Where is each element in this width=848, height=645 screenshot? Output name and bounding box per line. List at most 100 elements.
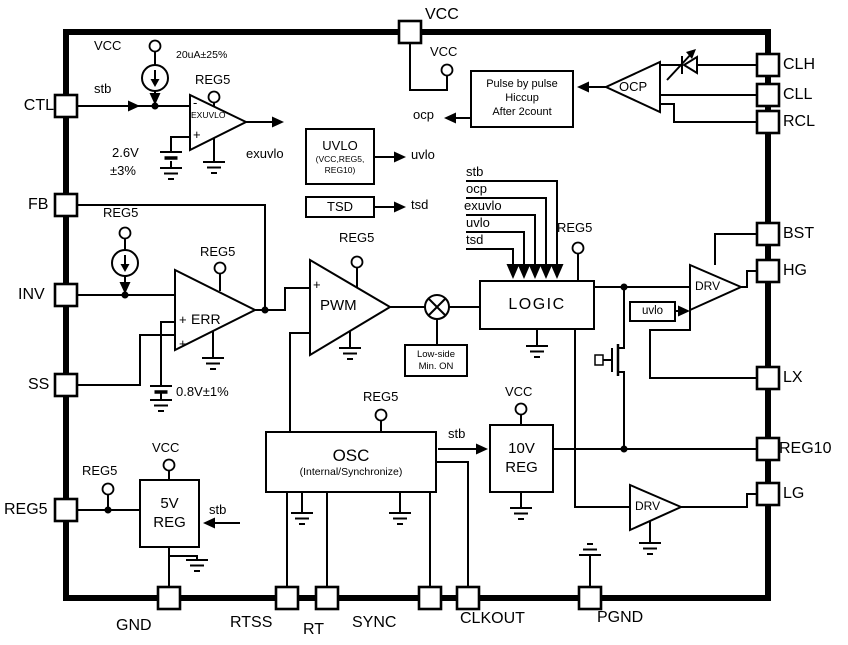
tsd-out-label: tsd xyxy=(411,197,429,212)
rail-label-vcc: VCC xyxy=(505,384,533,399)
vcc-rail-icon xyxy=(162,458,176,472)
reg10v-line2: REG xyxy=(505,458,538,476)
uvlo-title: UVLO xyxy=(322,137,358,153)
ocp-out-label: ocp xyxy=(413,107,434,122)
current-source-icon xyxy=(141,64,169,92)
vcc-rail-icon xyxy=(514,402,528,416)
pin-label-inv: INV xyxy=(18,286,45,303)
rail-label-reg5: REG5 xyxy=(195,72,231,87)
ground-icon xyxy=(290,512,314,525)
pin-label-sync: SYNC xyxy=(352,614,397,631)
reg5-rail-icon xyxy=(350,255,364,269)
rail-label-reg5: REG5 xyxy=(103,205,139,220)
bootstrap-mosfet-icon xyxy=(594,344,620,376)
pin-label-bst: BST xyxy=(783,225,815,242)
wires-reg-osc xyxy=(77,414,591,587)
pin-square-inv xyxy=(53,282,79,308)
exuvlo-out-label: exuvlo xyxy=(246,146,284,161)
ground-icon xyxy=(338,347,362,360)
pin-label-ctl: CTL xyxy=(23,97,54,114)
logic-block: LOGIC xyxy=(479,280,595,330)
wires-logic-inputs xyxy=(466,180,579,280)
pin-label-lx: LX xyxy=(783,369,803,386)
wires-uvlo-tsd xyxy=(375,156,398,208)
pwm-comp-label: PWM xyxy=(320,297,357,314)
clamp-diode-icon xyxy=(682,49,698,75)
bias-current-value: 20uA±25% xyxy=(176,49,228,61)
pin-label-reg5: REG5 xyxy=(4,501,48,518)
stb-5v-label: stb xyxy=(209,502,227,517)
err-ref-voltage: 0.8V±1% xyxy=(176,384,229,399)
current-source-icon xyxy=(111,249,139,277)
ocp-mode-line1: Pulse by pulse xyxy=(486,78,558,91)
wires-err-pwm xyxy=(77,204,538,431)
pin-label-rtss: RTSS xyxy=(230,614,273,631)
pin-label-rt: RT xyxy=(303,621,325,638)
uvlo-out-label: uvlo xyxy=(411,147,435,162)
ground-icon xyxy=(525,345,549,358)
reg5v-block: 5V REG xyxy=(139,479,200,548)
osc-sub: (Internal/Synchronize) xyxy=(299,466,403,479)
pin-square-lx xyxy=(755,365,781,391)
uvlo-gate-block: uvlo xyxy=(629,301,676,322)
osc-title: OSC xyxy=(332,445,370,465)
pin-square-clkout xyxy=(455,585,481,611)
reg5-rail-icon xyxy=(118,226,132,240)
hg-driver-label: DRV xyxy=(695,279,721,293)
logic-in-tsd-label: tsd xyxy=(466,232,484,247)
pin-square-ctl xyxy=(53,93,79,119)
ocp-comp-label: OCP xyxy=(619,79,648,94)
ground-icon xyxy=(578,543,602,556)
pwm-comparator-shape xyxy=(309,258,392,357)
pin-label-gnd: GND xyxy=(116,617,152,634)
pin-label-pgnd: PGND xyxy=(597,609,644,626)
tsd-block: TSD xyxy=(305,196,375,218)
pin-square-ss xyxy=(53,372,79,398)
pin-square-rcl xyxy=(755,109,781,135)
osc-block: OSC (Internal/Synchronize) xyxy=(265,431,437,493)
vcc-rail-icon xyxy=(148,39,162,53)
vcc-rail-icon xyxy=(440,63,454,77)
wires-vcc-top xyxy=(409,43,448,91)
pin-square-fb xyxy=(53,192,79,218)
reg5-rail-icon xyxy=(207,90,221,104)
pin-square-sync xyxy=(417,585,443,611)
rail-label-vcc: VCC xyxy=(152,440,180,455)
logic-in-uvlo-label: uvlo xyxy=(466,215,490,230)
pin-label-lg: LG xyxy=(783,485,805,502)
ocp-mode-line2: Hiccup xyxy=(505,92,539,105)
logic-in-exuvlo-label: exuvlo xyxy=(464,198,502,213)
pin-square-vcc xyxy=(397,19,423,45)
ground-icon xyxy=(201,357,225,370)
pin-square-bst xyxy=(755,221,781,247)
exuvlo-ref-tolerance: ±3% xyxy=(110,163,136,178)
pin-square-rtss xyxy=(274,585,300,611)
lg-driver-label: DRV xyxy=(635,499,661,513)
lg-driver-shape xyxy=(629,483,684,532)
pin-square-cll xyxy=(755,82,781,108)
err-plus-sign: + xyxy=(179,312,187,327)
wires-ocp xyxy=(450,51,757,123)
stb-signal-label: stb xyxy=(94,81,112,96)
lowside-line2: Min. ON xyxy=(418,360,454,372)
ocp-mode-line3: After 2count xyxy=(492,105,552,118)
pin-squares xyxy=(53,19,781,611)
exuvlo-comparator-shape xyxy=(189,93,249,152)
exuvlo-plus-sign: + xyxy=(193,127,201,142)
pin-label-cll: CLL xyxy=(783,86,813,103)
reg5-rail-icon xyxy=(213,261,227,275)
pin-square-pgnd xyxy=(577,585,603,611)
pin-label-clkout: CLKOUT xyxy=(460,610,525,627)
rail-label-reg5: REG5 xyxy=(557,220,593,235)
pin-square-gnd xyxy=(156,585,182,611)
wires xyxy=(77,43,757,587)
exuvlo-minus-sign: - xyxy=(193,95,198,110)
ground-icon xyxy=(202,161,226,174)
rail-label-vcc: VCC xyxy=(430,44,458,59)
reg5-rail-icon xyxy=(571,241,585,255)
rail-label-vcc: VCC xyxy=(94,38,122,53)
reg5v-line1: 5V xyxy=(160,494,179,512)
vref-0v8-icon xyxy=(148,384,174,394)
pin-square-lg xyxy=(755,481,781,507)
